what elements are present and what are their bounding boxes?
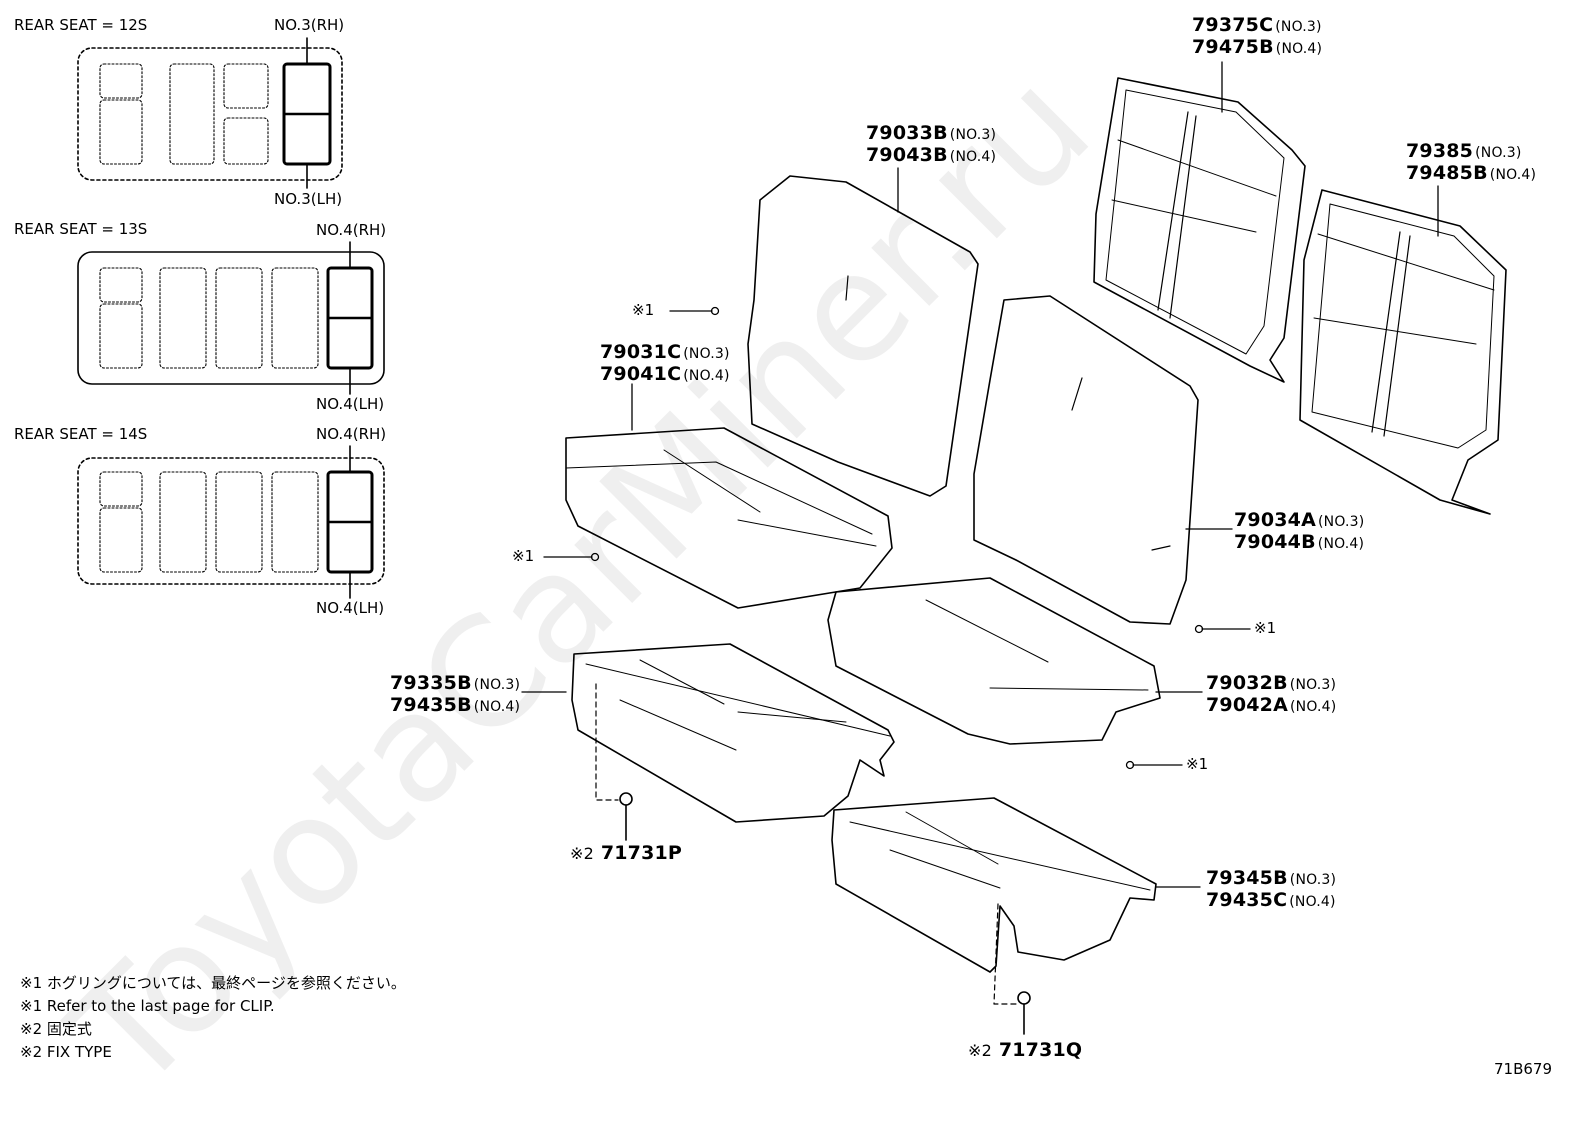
part-label-79041c: 79041C(NO.4) xyxy=(600,363,730,385)
seatback-assembly-79033b-drawing xyxy=(747,175,979,497)
part-label-79435b: 79435B(NO.4) xyxy=(390,694,521,716)
legend-14s-layout xyxy=(77,445,385,599)
legend-14s-top-label: NO.4(RH) xyxy=(316,425,387,443)
seat-cushion-79031c-drawing xyxy=(565,427,893,609)
figure-code: 71B679 xyxy=(1494,1060,1553,1078)
part-label-79043b: 79043B(NO.4) xyxy=(866,144,997,166)
legend-13s-bottom-label: NO.4(LH) xyxy=(316,395,385,413)
note-clip-en: ※1 Refer to the last page for CLIP. xyxy=(20,997,275,1015)
fastener-71731q-drawing xyxy=(1017,991,1031,1035)
legend-14s-title: REAR SEAT = 14S xyxy=(14,425,148,443)
legend-12s-top-label: NO.3(RH) xyxy=(274,16,345,34)
fastener-71731p-drawing xyxy=(619,792,633,841)
part-label-79375c: 79375C(NO.3) xyxy=(1192,14,1322,36)
legend-12s-layout xyxy=(77,37,343,189)
legend-12s-title: REAR SEAT = 12S xyxy=(14,16,148,34)
part-label-79335b: 79335B(NO.3) xyxy=(390,672,521,694)
part-label-71731q: ※2 71731Q xyxy=(968,1039,1083,1061)
clip-mark-4: ※1 xyxy=(1186,755,1209,773)
clip-mark-1: ※1 xyxy=(632,301,655,319)
part-label-79435c: 79435C(NO.4) xyxy=(1206,889,1336,911)
cushion-frame-79335b-drawing xyxy=(571,643,895,823)
part-label-79042a: 79042A(NO.4) xyxy=(1206,694,1337,716)
note-fix-jp: ※2 固定式 xyxy=(20,1020,92,1038)
note-fix-en: ※2 FIX TYPE xyxy=(20,1043,112,1061)
seatback-cover-no3-drawing xyxy=(1093,77,1306,383)
legend-13s-top-label: NO.4(RH) xyxy=(316,221,387,239)
part-label-79031c: 79031C(NO.3) xyxy=(600,341,730,363)
clip-mark-2: ※1 xyxy=(512,547,535,565)
part-label-79032b: 79032B(NO.3) xyxy=(1206,672,1337,694)
part-label-79345b: 79345B(NO.3) xyxy=(1206,867,1337,889)
seat-cushion-79032b-drawing xyxy=(827,577,1161,745)
part-label-79485b: 79485B(NO.4) xyxy=(1406,162,1537,184)
seat-parts-diagram xyxy=(77,37,1507,1035)
part-label-79033b: 79033B(NO.3) xyxy=(866,122,997,144)
part-label-79475b: 79475B(NO.4) xyxy=(1192,36,1323,58)
legend-12s-bottom-label: NO.3(LH) xyxy=(274,190,343,208)
cushion-frame-79345b-drawing xyxy=(831,797,1157,1005)
part-label-79044b: 79044B(NO.4) xyxy=(1234,531,1365,553)
clip-leaders xyxy=(543,306,1251,770)
legend-13s-layout xyxy=(77,241,385,395)
clip-mark-3: ※1 xyxy=(1254,619,1277,637)
legend-13s-title: REAR SEAT = 13S xyxy=(14,220,148,238)
part-label-79385: 79385(NO.3) xyxy=(1406,140,1522,162)
part-label-71731p: ※2 71731P xyxy=(570,842,683,864)
leader-lines xyxy=(521,61,1439,888)
part-label-79034a: 79034A(NO.3) xyxy=(1234,509,1365,531)
legend-14s-bottom-label: NO.4(LH) xyxy=(316,599,385,617)
seatback-assembly-79034a-drawing xyxy=(973,295,1199,625)
seatback-cover-no4-drawing xyxy=(1299,189,1507,515)
note-clip-jp: ※1 ホグリングについては、最終ページを参照ください。 xyxy=(20,974,406,992)
